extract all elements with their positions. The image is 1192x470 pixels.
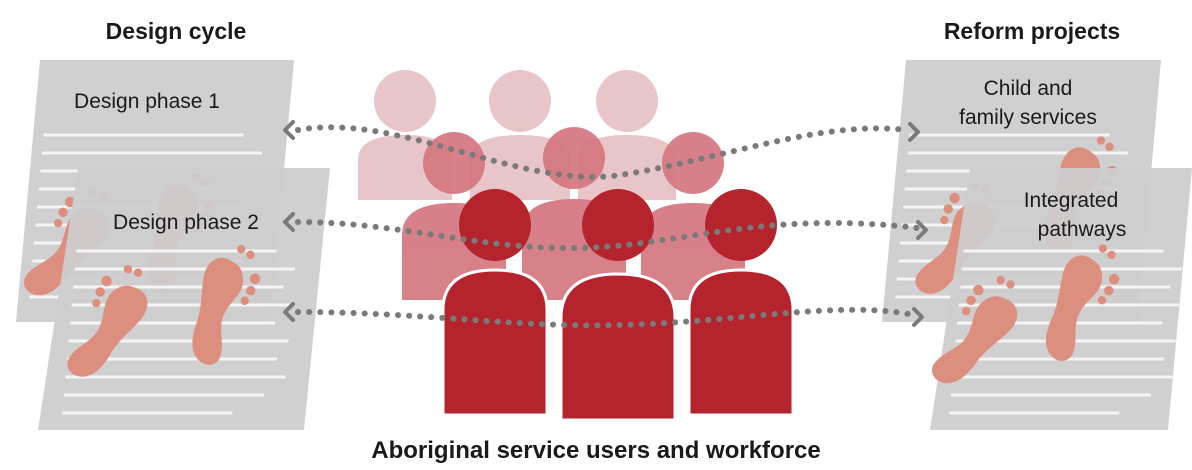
design-phase-2-label: Design phase 2	[113, 211, 259, 234]
child-family-label-line2: family services	[959, 106, 1097, 129]
integrated-pathways-label-line2: pathways	[1038, 218, 1127, 241]
integrated-pathways-label-line1: Integrated	[1024, 189, 1119, 212]
right-document-stack	[882, 60, 1192, 430]
arrowhead-left-bottom	[283, 302, 295, 322]
design-phase-2-card	[38, 168, 330, 430]
people-crowd	[358, 70, 795, 422]
design-phase-1-label: Design phase 1	[74, 90, 220, 113]
diagram-caption: Aboriginal service users and workforce	[371, 437, 821, 464]
child-family-label-line1: Child and	[984, 77, 1073, 100]
arrowheads	[283, 120, 928, 327]
arrow-path-bottom	[295, 306, 917, 329]
arrowhead-left-top	[283, 120, 295, 140]
arrowhead-left-middle	[283, 212, 295, 232]
people-middle-row	[402, 127, 745, 300]
dotted-arrows	[295, 124, 921, 329]
arrowhead-right-bottom	[912, 307, 924, 327]
arrowhead-right-top	[908, 122, 920, 142]
arrow-path-top	[295, 124, 909, 180]
right-heading: Reform projects	[944, 18, 1120, 44]
arrow-path-middle	[295, 219, 921, 252]
people-front-row	[441, 189, 795, 422]
left-heading: Design cycle	[106, 18, 247, 44]
left-document-stack	[10, 60, 330, 430]
integrated-pathways-card	[918, 168, 1192, 430]
arrowhead-right-middle	[916, 220, 928, 240]
people-back-row	[358, 70, 676, 200]
